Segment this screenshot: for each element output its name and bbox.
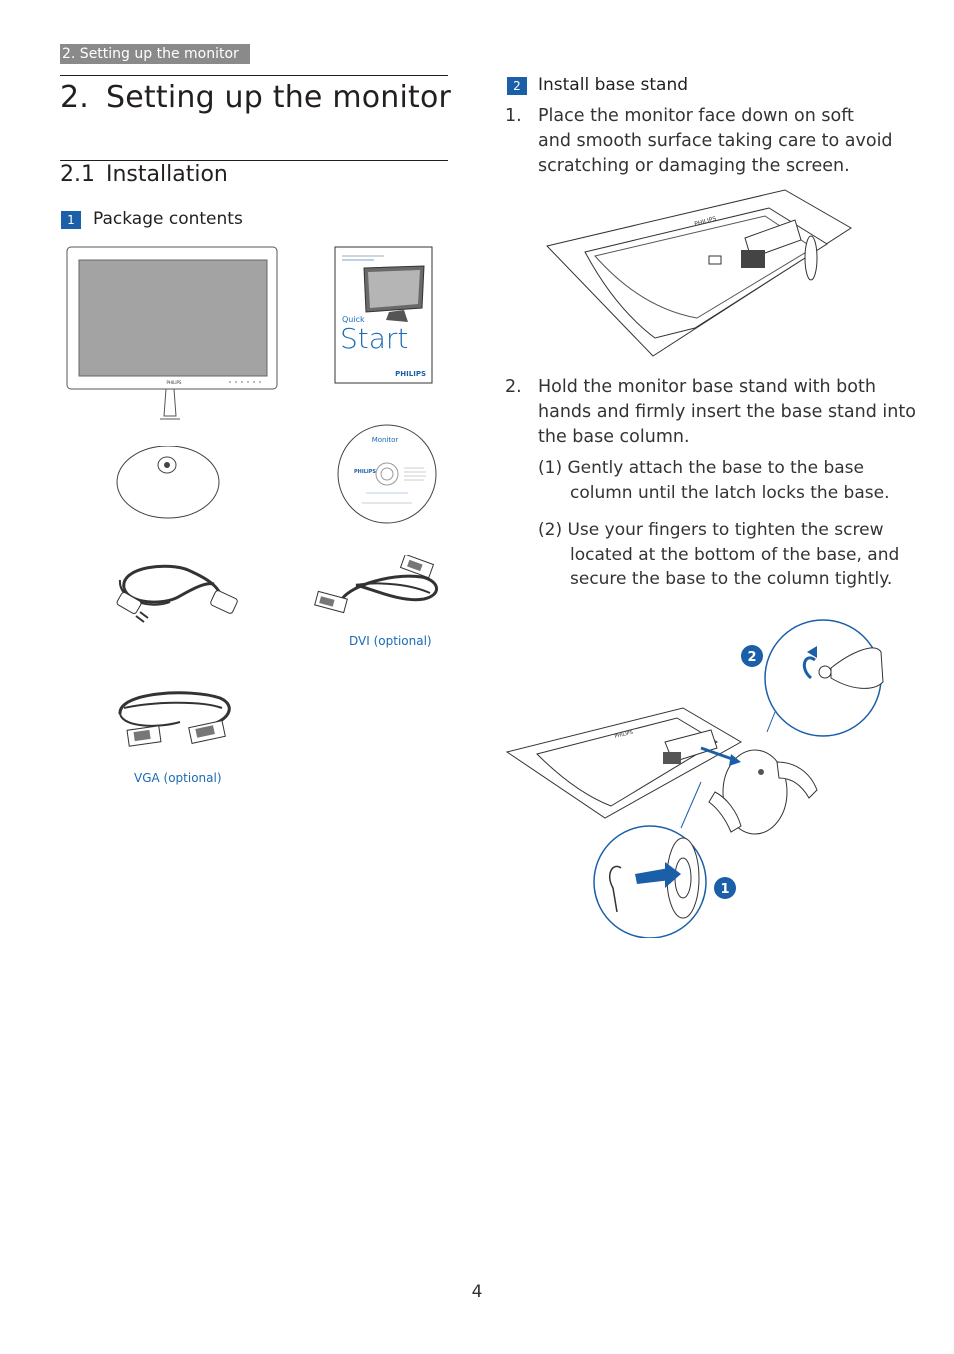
page-number: 4 (471, 1282, 483, 1302)
booklet-brand: PHILIPS (395, 370, 426, 378)
power-cable-illustration (116, 564, 238, 623)
text-line: and smooth surface taking care to avoid (538, 131, 893, 151)
chapter-rule (60, 75, 448, 76)
text-line: Place the monitor face down on soft (538, 106, 854, 126)
text-line: (2) Use your fingers to tighten the scre… (538, 520, 884, 540)
quick-start-illustration: Quick Start PHILIPS (334, 246, 433, 384)
list-item-number: 1. (505, 106, 522, 126)
vga-caption: VGA (optional) (134, 771, 222, 785)
quick-label: Quick (342, 315, 365, 324)
cd-title: Monitor (372, 436, 399, 444)
step-title: Package contents (93, 209, 243, 229)
base-illustration (116, 446, 220, 519)
monitor-back-brand: PHILIPS (614, 730, 634, 740)
text-line: the base column. (538, 427, 690, 447)
monitor-brand: PHILIPS (167, 380, 182, 385)
section-number: 2.1 (60, 162, 95, 187)
text-line: secure the base to the column tightly. (570, 569, 893, 589)
text-line: located at the bottom of the base, and (570, 544, 900, 565)
section-title: Installation (106, 162, 228, 187)
cd-illustration: Monitor PHILIPS (337, 424, 437, 524)
text-line: scratching or damaging the screen. (538, 156, 850, 176)
step-badge: 1 (61, 211, 81, 229)
dvi-cable-illustration (314, 555, 438, 614)
sub-item: (2) Use your fingers to tighten the scre… (538, 518, 918, 592)
list-item-number: 2. (505, 377, 522, 397)
dvi-caption: DVI (optional) (349, 634, 432, 648)
list-item-text: Place the monitor face down on soft and … (538, 104, 898, 179)
page-title: 2. Setting up the monitor (60, 80, 451, 115)
step-title: Install base stand (538, 75, 689, 95)
chapter-number: 2. (60, 80, 90, 115)
vga-cable-illustration (118, 691, 231, 747)
text-line: Hold the monitor base stand with both (538, 377, 876, 397)
section-rule (60, 160, 448, 161)
start-label: Start (340, 322, 408, 355)
text-line: (1) Gently attach the base to the base (538, 458, 864, 478)
callout-two: 2 (747, 650, 756, 665)
chapter-title: Setting up the monitor (106, 80, 452, 115)
monitor-illustration: PHILIPS (66, 246, 278, 420)
step-badge: 2 (507, 77, 527, 95)
cd-brand: PHILIPS (354, 469, 376, 475)
sub-item: (1) Gently attach the base to the base c… (538, 456, 918, 505)
breadcrumb: 2. Setting up the monitor (60, 44, 250, 64)
text-line: column until the latch locks the base. (570, 482, 890, 503)
base-attach-illustration: PHILIPS 2 1 (505, 619, 884, 938)
text-line: hands and firmly insert the base stand i… (538, 402, 916, 422)
callout-one: 1 (720, 882, 729, 897)
list-item-text: Hold the monitor base stand with both ha… (538, 375, 918, 450)
section-heading: 2.1 Installation (60, 162, 228, 187)
monitor-facedown-illustration: PHILIPS (546, 189, 852, 357)
